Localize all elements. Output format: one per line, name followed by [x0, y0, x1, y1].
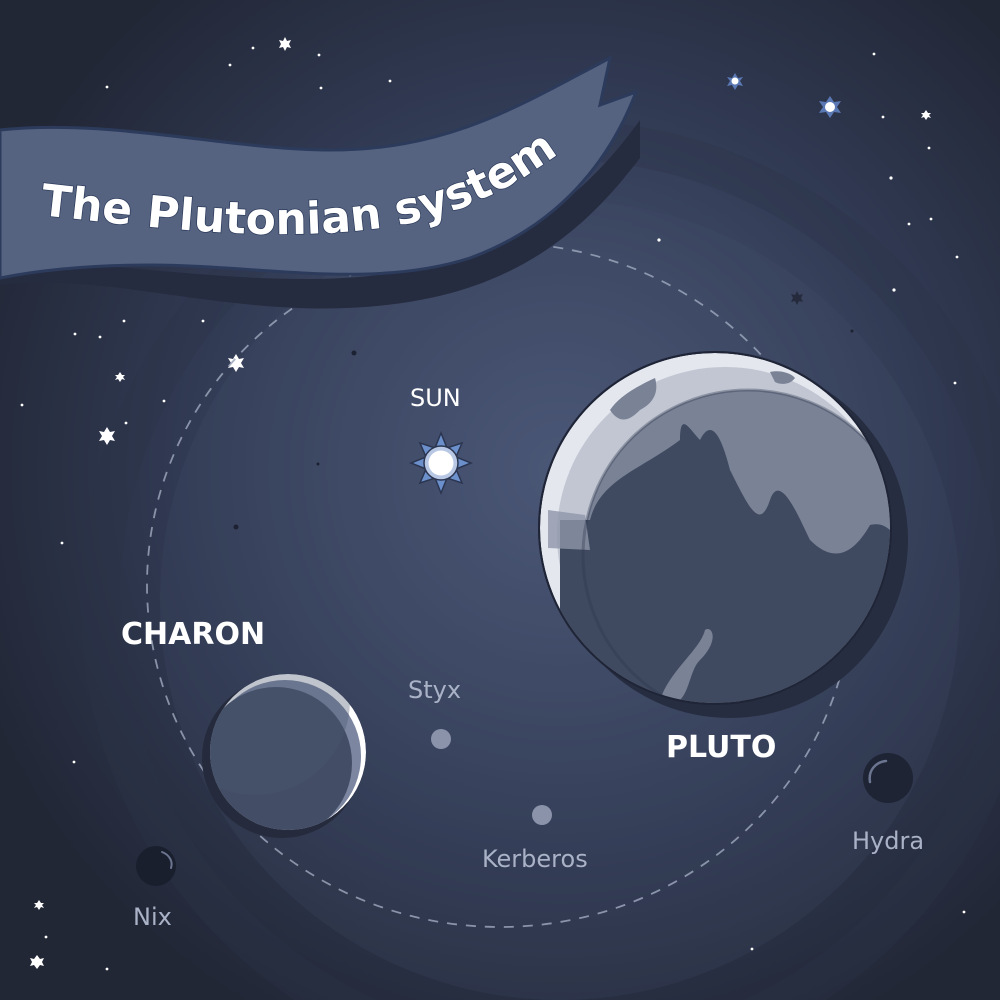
pluto-dark-region	[560, 424, 890, 703]
kerberos-moon	[532, 805, 552, 825]
sun-label: SUN	[410, 384, 461, 412]
dark-sparkle	[791, 291, 803, 305]
charon-moon	[202, 674, 366, 838]
kerberos-label: Kerberos	[482, 845, 588, 873]
banner-shadow	[0, 120, 640, 309]
pluto-planet	[538, 351, 908, 718]
star-field	[20, 46, 966, 971]
sparkle-stars	[30, 37, 931, 969]
pluto-label: PLUTO	[666, 730, 777, 765]
nix-moon	[136, 846, 176, 886]
charon-label: CHARON	[121, 617, 266, 652]
banner-ribbon	[0, 55, 639, 280]
sun-icon	[408, 430, 474, 496]
nix-label: Nix	[133, 903, 172, 931]
hydra-moon	[863, 753, 913, 803]
glow-stars	[727, 73, 841, 118]
dark-star-field	[233, 329, 854, 530]
hydra-label: Hydra	[852, 827, 925, 855]
styx-label: Styx	[408, 676, 462, 704]
styx-moon	[431, 729, 451, 749]
